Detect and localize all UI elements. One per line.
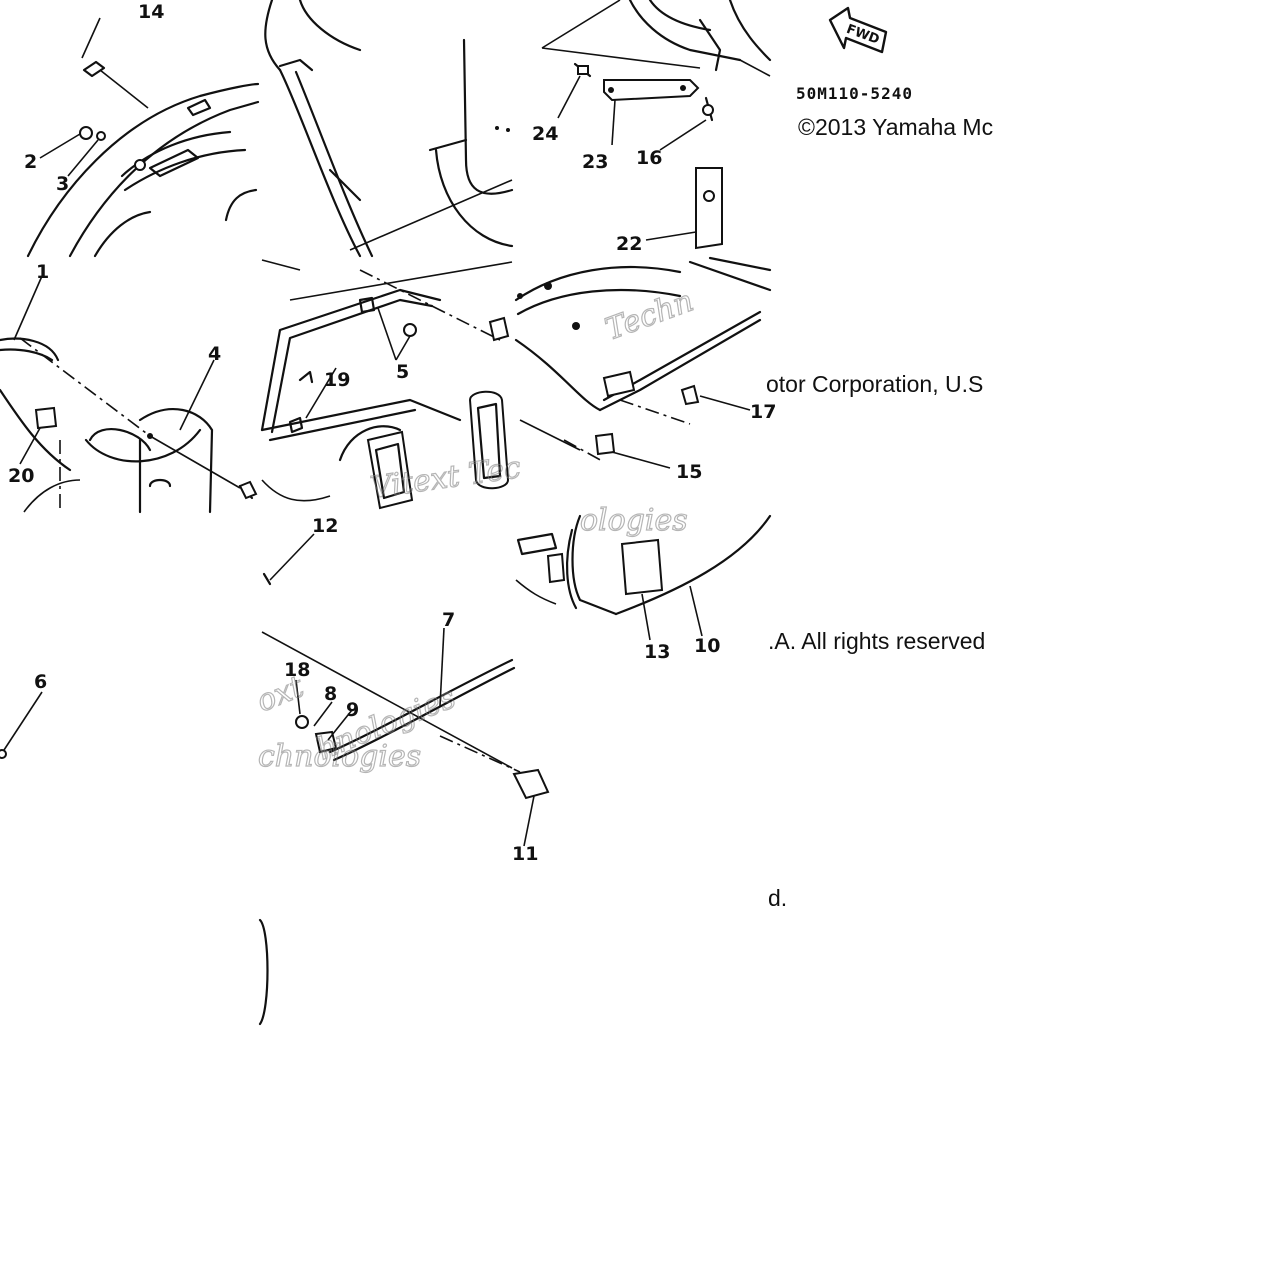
front-cowl-drawing <box>26 17 260 258</box>
callout-9: 9 <box>346 699 359 721</box>
callout-13: 13 <box>644 641 670 663</box>
callout-17: 17 <box>750 401 776 423</box>
callout-8: 8 <box>324 683 337 705</box>
copyright-text-fragment: d. <box>768 885 788 911</box>
glove-box-lid-drawing <box>514 256 772 469</box>
callout-3: 3 <box>56 173 69 195</box>
fwd-direction-badge: FWD <box>826 6 892 58</box>
callout-12: 12 <box>312 515 338 537</box>
callout-4: 4 <box>208 343 221 365</box>
watermark-text: ologies <box>580 503 688 538</box>
callout-14: 14 <box>138 1 164 23</box>
bracket-drawing <box>541 0 772 250</box>
callout-23: 23 <box>582 151 608 173</box>
copyright-text-fragment: .A. All rights reserved <box>768 628 986 654</box>
callout-1: 1 <box>36 261 49 283</box>
diagram-reference-code: 50M110-5240 <box>796 84 913 103</box>
watermark-text: chnologies <box>258 739 421 774</box>
callout-15: 15 <box>676 461 702 483</box>
callout-16: 16 <box>636 147 662 169</box>
callout-6: 6 <box>34 671 47 693</box>
watermark-text: Techn <box>601 284 698 348</box>
callout-20: 20 <box>8 465 34 487</box>
callout-18: 18 <box>284 659 310 681</box>
lower-cover-drawing <box>0 275 258 514</box>
callout-10: 10 <box>694 635 720 657</box>
callout-7: 7 <box>442 609 455 631</box>
callout-22: 22 <box>616 233 642 255</box>
weatherstrip-drawing <box>258 533 550 1026</box>
callout-11: 11 <box>512 843 538 865</box>
copyright-text-fragment: otor Corporation, U.S <box>766 371 984 397</box>
callout-19: 19 <box>324 369 350 391</box>
callout-24: 24 <box>532 123 558 145</box>
side-panel-drawing <box>264 0 514 258</box>
inner-panel-drawing <box>260 259 513 510</box>
callout-5: 5 <box>396 361 409 383</box>
glove-box-body-drawing <box>515 514 772 641</box>
copyright-text-fragment: ©2013 Yamaha Mc <box>798 114 994 140</box>
callout-labels: 14 2 3 1 4 20 19 5 24 23 16 22 17 15 12 … <box>8 1 776 865</box>
callout-2: 2 <box>24 151 37 173</box>
fastener-drawing <box>0 691 43 759</box>
fwd-arrow-icon: FWD <box>828 6 888 54</box>
